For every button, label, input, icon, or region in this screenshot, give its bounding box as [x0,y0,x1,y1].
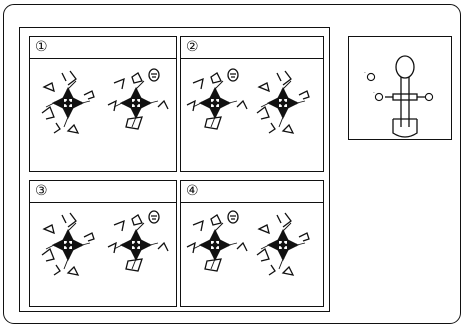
control-pattern-grid: ① ② ③ [19,27,330,312]
position-markers [366,72,434,102]
joystick-pattern-diagram [30,59,176,171]
position-marker [424,92,434,102]
panel-number: ② [186,39,199,55]
control-pattern-panel-2[interactable]: ② [180,36,324,172]
panel-number: ① [35,39,48,55]
panel-header: ① [30,37,176,59]
joystick-pattern-diagram [30,203,176,307]
position-marker [374,92,384,102]
page-frame: ① ② ③ [3,4,461,324]
pattern-selector-lever[interactable]: ·· [348,36,452,140]
svg-text:·: · [364,70,366,77]
svg-text:·: · [373,90,375,97]
panel-number: ④ [186,183,199,199]
position-marker [366,72,376,82]
panel-number: ③ [35,183,48,199]
joystick-pattern-diagram [181,59,323,171]
control-pattern-panel-1[interactable]: ① [29,36,177,172]
lever-diagram: ·· [364,55,434,138]
control-pattern-panel-4[interactable]: ④ [180,180,324,307]
lever-knob-icon [395,55,415,79]
panel-header: ② [181,37,323,59]
panel-header: ③ [30,181,176,203]
joystick-pattern-diagram [181,203,323,307]
control-pattern-panel-3[interactable]: ③ [29,180,177,307]
panel-header: ④ [181,181,323,203]
